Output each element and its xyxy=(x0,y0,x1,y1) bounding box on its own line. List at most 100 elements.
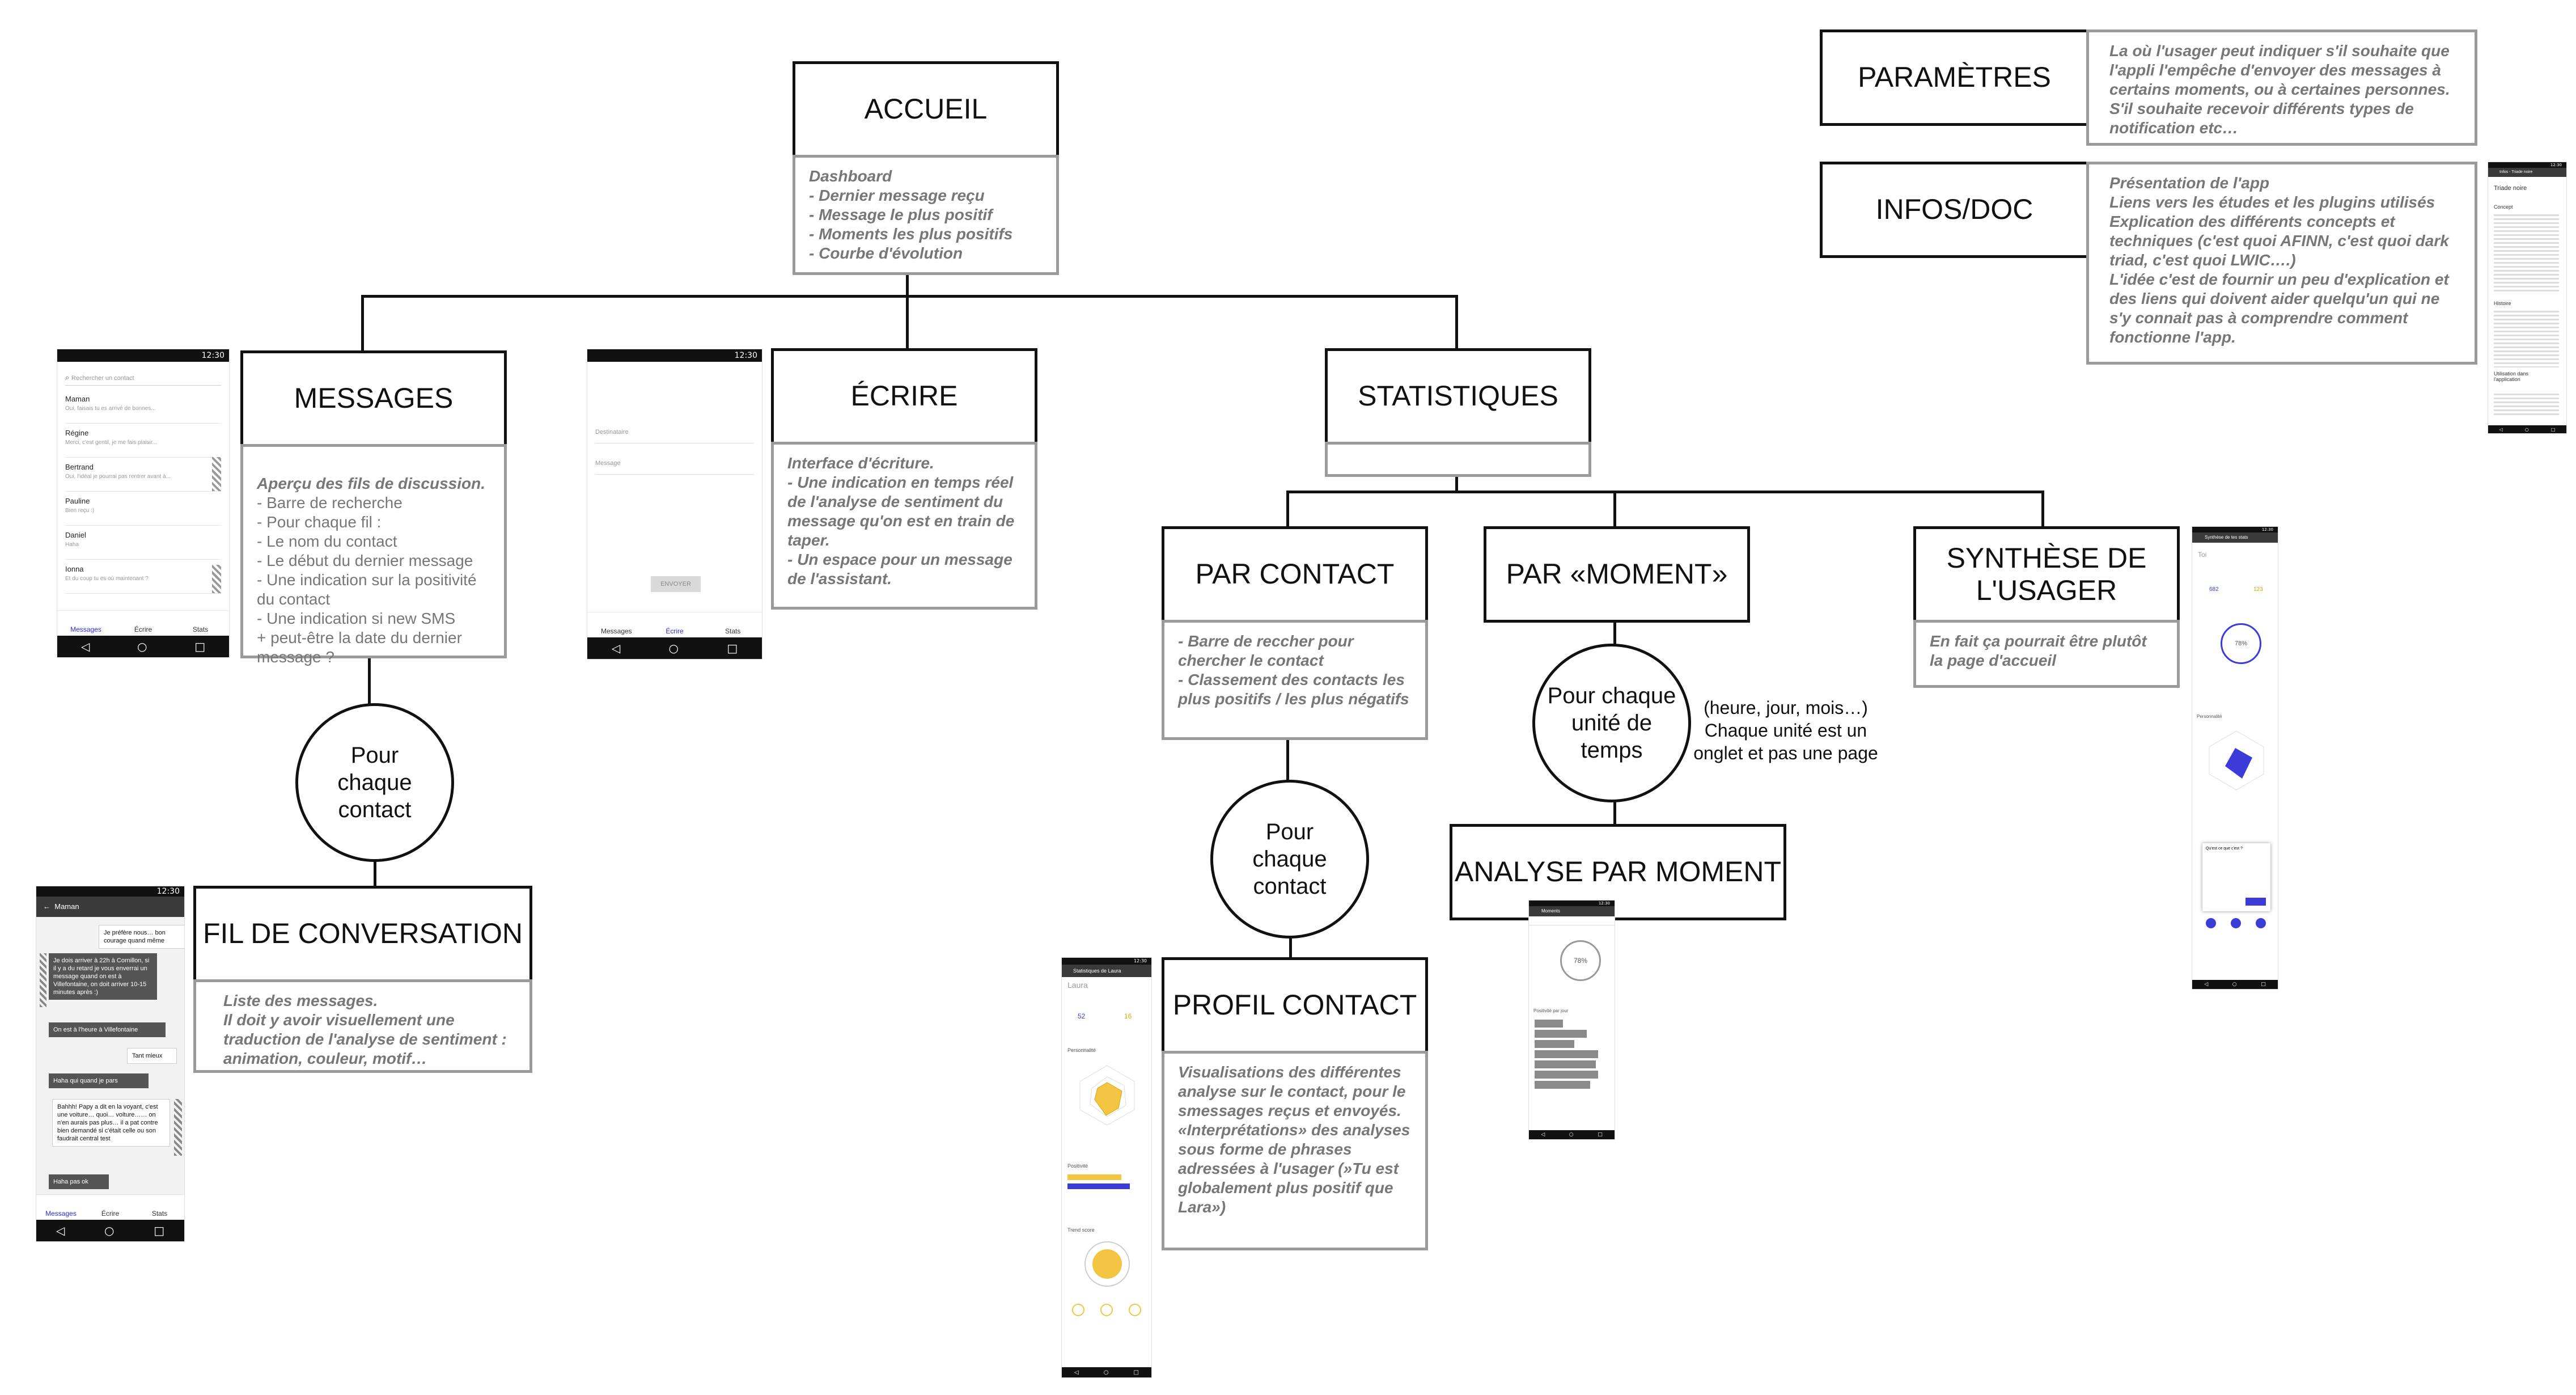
recent-icon[interactable]: □ xyxy=(1598,1132,1603,1138)
home-icon[interactable]: ○ xyxy=(2232,982,2237,987)
status-bar: 12:30 xyxy=(57,349,229,362)
message-bubble: Bahhh! Papy a dit en la voyant, c'est un… xyxy=(52,1099,170,1147)
contact-preview: Bien reçu :) xyxy=(65,508,95,514)
status-time: 12:30 xyxy=(734,351,757,360)
tab-ecrire[interactable]: Écrire xyxy=(134,625,152,633)
parametres-title: PARAMÈTRES xyxy=(1820,29,2089,126)
section-personnalite: Personnalité xyxy=(1067,1047,1096,1053)
statistiques-title: STATISTIQUES xyxy=(1325,348,1591,445)
radar-chart-icon xyxy=(2209,730,2264,790)
small-circle-icon xyxy=(1129,1304,1141,1316)
back-icon[interactable]: ◁ xyxy=(56,1224,65,1237)
connector xyxy=(2041,491,2044,527)
home-icon[interactable]: ○ xyxy=(2524,426,2529,432)
back-icon[interactable]: ◁ xyxy=(611,641,621,655)
section-trend: Trend score xyxy=(1067,1227,1095,1233)
home-icon[interactable]: ○ xyxy=(1569,1132,1574,1138)
home-icon[interactable]: ○ xyxy=(137,640,147,653)
back-icon[interactable]: ◁ xyxy=(2499,426,2503,432)
message-bubble: Je dois arriver à 22h à Cornillon, si il… xyxy=(49,953,157,1000)
score-circle-icon xyxy=(1084,1241,1130,1287)
popup-ok-button[interactable] xyxy=(2245,898,2266,906)
status-time: 12:30 xyxy=(2550,163,2562,167)
nav-bar: ◁ ○ □ xyxy=(1062,1367,1151,1377)
infos-doc-description: Présentation de l'app Liens vers les étu… xyxy=(2086,162,2477,365)
contact-preview: Oui, faisais tu es arrivé de bonnes... xyxy=(65,405,156,412)
back-arrow-icon[interactable]: ← xyxy=(43,902,50,911)
recent-icon[interactable]: □ xyxy=(154,1224,165,1237)
recent-icon[interactable]: □ xyxy=(727,641,738,655)
status-bar: 12:30 xyxy=(36,886,184,897)
recent-icon[interactable]: □ xyxy=(2261,982,2266,987)
nav-bar: ◁ ○ □ xyxy=(36,1220,184,1241)
percent-circle: 78% xyxy=(1560,940,1601,981)
messages-description-body: - Barre de recherche - Pour chaque fil :… xyxy=(257,494,477,666)
profil-value-2: 16 xyxy=(1124,1012,1132,1020)
status-time: 12:30 xyxy=(1133,958,1147,963)
synthese-value-2: 123 xyxy=(2253,586,2263,593)
recent-icon[interactable]: □ xyxy=(194,640,206,653)
par-contact-description: - Barre de reccher pour chercher le cont… xyxy=(1162,620,1428,740)
tab-messages[interactable]: Messages xyxy=(70,625,101,633)
unite-temps-note: (heure, jour, mois…) Chaque unité est un… xyxy=(1693,697,1878,763)
back-icon[interactable]: ◁ xyxy=(1074,1369,1079,1376)
fil-conversation-description: Liste des messages. Il doit y avoir visu… xyxy=(193,979,532,1073)
send-button[interactable]: ENVOYER xyxy=(651,576,701,592)
tab-ecrire[interactable]: Écrire xyxy=(101,1210,120,1218)
synthese-header: Synthèse de tes stats xyxy=(2192,532,2278,543)
text-line xyxy=(2494,394,2559,416)
status-bar: 12:30 xyxy=(1062,958,1151,965)
back-icon[interactable]: ◁ xyxy=(1541,1132,1545,1138)
infos-heading-1: Triade noire xyxy=(2494,185,2527,192)
tab-ecrire[interactable]: Écrire xyxy=(666,627,684,635)
info-popup[interactable]: Qu'est ce que c'est ? xyxy=(2202,843,2270,911)
infos-heading-2: Concept xyxy=(2494,204,2513,210)
status-bar: 12:30 xyxy=(1529,901,1615,906)
connector xyxy=(1286,740,1289,783)
profil-contact-mockup: 12:30 Statistiques de Laura Laura 52 16 … xyxy=(1061,957,1152,1378)
tab-stats[interactable]: Stats xyxy=(151,1210,168,1218)
nav-bar: ◁ ○ □ xyxy=(57,636,229,657)
search-icon: ⌕ xyxy=(65,373,71,382)
messages-title: MESSAGES xyxy=(240,350,507,447)
ecrire-description: Interface d'écriture. - Une indication e… xyxy=(771,442,1037,610)
recipient-field[interactable]: Destinataire xyxy=(595,429,754,443)
connector xyxy=(374,859,376,887)
search-input[interactable]: ⌕ Rechercher un contact xyxy=(65,370,221,386)
percent-value: 78% xyxy=(1573,957,1588,965)
tab-bar: Messages Écrire Stats xyxy=(36,1194,184,1220)
accueil-description: Dashboard - Dernier message reçu - Messa… xyxy=(793,155,1059,275)
home-icon[interactable]: ○ xyxy=(668,641,679,655)
nav-bar: ◁ ○ □ xyxy=(1529,1130,1615,1139)
dot-icon xyxy=(2206,918,2216,928)
contact-preview: Merci, c'est gentil, je me fais plaisir.… xyxy=(65,439,157,446)
back-icon[interactable]: ◁ xyxy=(2204,982,2209,987)
tab-messages[interactable]: Messages xyxy=(45,1210,77,1218)
tab-stats[interactable]: Stats xyxy=(192,625,209,633)
recent-icon[interactable]: □ xyxy=(2550,426,2556,432)
synthese-description: En fait ça pourrait être plutôt la page … xyxy=(1913,620,2180,688)
moment-header: Moments xyxy=(1529,906,1615,916)
connector xyxy=(906,295,909,352)
tab-stats[interactable]: Stats xyxy=(725,627,741,635)
home-icon[interactable]: ○ xyxy=(1103,1369,1109,1376)
small-circle-icon xyxy=(1072,1304,1084,1316)
connector xyxy=(1286,491,2044,493)
tab-messages[interactable]: Messages xyxy=(600,627,632,635)
recent-icon[interactable]: □ xyxy=(1133,1369,1139,1376)
message-field[interactable]: Message xyxy=(595,460,754,475)
home-icon[interactable]: ○ xyxy=(104,1224,115,1237)
moment-tabs[interactable] xyxy=(1529,918,1615,925)
back-icon[interactable]: ◁ xyxy=(80,640,90,653)
circle-pour-chaque-unite-de-temps: Pour chaque unité de temps xyxy=(1532,644,1691,802)
profil-name: Laura xyxy=(1067,980,1088,990)
connector xyxy=(1613,491,1616,527)
bar xyxy=(1535,1060,1596,1068)
statistiques-description xyxy=(1325,442,1591,477)
